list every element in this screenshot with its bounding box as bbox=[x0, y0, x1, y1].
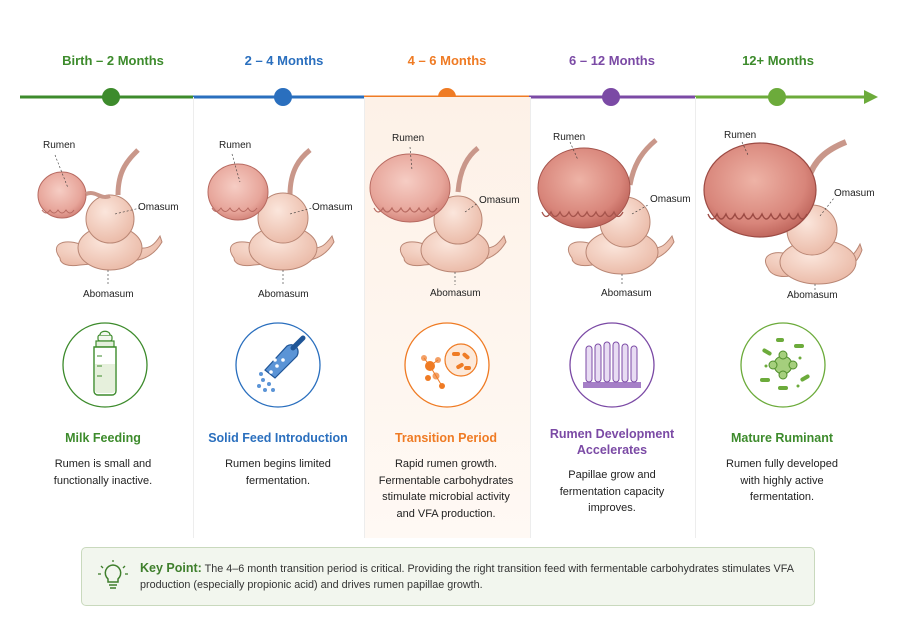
rumen-label: Rumen bbox=[43, 140, 76, 151]
stomach-stage-5 bbox=[703, 139, 863, 290]
stage-title-1: Milk Feeding bbox=[65, 431, 141, 445]
omasum-label: Omasum bbox=[138, 202, 179, 213]
key-point-box: Key Point: The 4–6 month transition peri… bbox=[81, 547, 815, 606]
timeline-dot-5 bbox=[768, 88, 786, 106]
stage-title-4: Rumen Development Accelerates bbox=[549, 427, 675, 457]
abomasum-label: Abomasum bbox=[258, 289, 309, 300]
timeline-dot-4 bbox=[602, 88, 620, 106]
milk-bottle-icon bbox=[62, 322, 148, 408]
omasum-label: Omasum bbox=[650, 194, 691, 205]
stomach-stage-2 bbox=[207, 148, 335, 285]
timeline-arrowhead bbox=[864, 90, 878, 104]
rumen-label: Rumen bbox=[553, 132, 586, 143]
stage-period-5: 12+ Months bbox=[742, 53, 814, 68]
rumen-label: Rumen bbox=[219, 140, 252, 151]
key-point-text: Key Point: The 4–6 month transition peri… bbox=[140, 560, 800, 593]
mature-microbes-icon bbox=[740, 322, 826, 408]
stage-period-4: 6 – 12 Months bbox=[569, 53, 655, 68]
stage-title-3: Transition Period bbox=[394, 431, 498, 445]
abomasum-label: Abomasum bbox=[83, 289, 134, 300]
stage-description-3: Rapid rumen growth.Fermentable carbohydr… bbox=[378, 458, 514, 520]
stomach-stage-3 bbox=[369, 146, 507, 285]
omasum-label: Omasum bbox=[479, 195, 520, 206]
key-point-label: Key Point: bbox=[140, 561, 202, 575]
abomasum-label: Abomasum bbox=[430, 288, 481, 299]
key-point-body: The 4–6 month transition period is criti… bbox=[140, 563, 794, 591]
stage-title-5: Mature Ruminant bbox=[730, 431, 834, 445]
stage-period-3: 4 – 6 Months bbox=[407, 53, 487, 68]
panel-divider bbox=[364, 97, 365, 538]
omasum-label: Omasum bbox=[312, 202, 353, 213]
papillae-icon bbox=[569, 322, 655, 408]
rumen-label: Rumen bbox=[724, 130, 757, 141]
panel-divider bbox=[530, 97, 531, 538]
stage-period-2: 2 – 4 Months bbox=[244, 53, 324, 68]
timeline-dot-1 bbox=[102, 88, 120, 106]
lightbulb-icon bbox=[98, 560, 128, 589]
omasum-label: Omasum bbox=[834, 188, 875, 199]
microbes-icon bbox=[404, 322, 490, 408]
stomach-stage-4 bbox=[537, 138, 675, 285]
stomach-stage-1 bbox=[37, 148, 163, 285]
abomasum-label: Abomasum bbox=[787, 290, 838, 301]
abomasum-label: Abomasum bbox=[601, 288, 652, 299]
stage-title-2: Solid Feed Introduction bbox=[208, 431, 348, 445]
panel-divider bbox=[193, 97, 194, 538]
stomach-illustrations bbox=[37, 138, 863, 290]
stage-period-1: Birth – 2 Months bbox=[62, 53, 164, 68]
timeline-dot-2 bbox=[274, 88, 292, 106]
rumen-label: Rumen bbox=[392, 133, 425, 144]
panel-divider bbox=[695, 97, 696, 538]
feed-scoop-icon bbox=[235, 322, 321, 408]
